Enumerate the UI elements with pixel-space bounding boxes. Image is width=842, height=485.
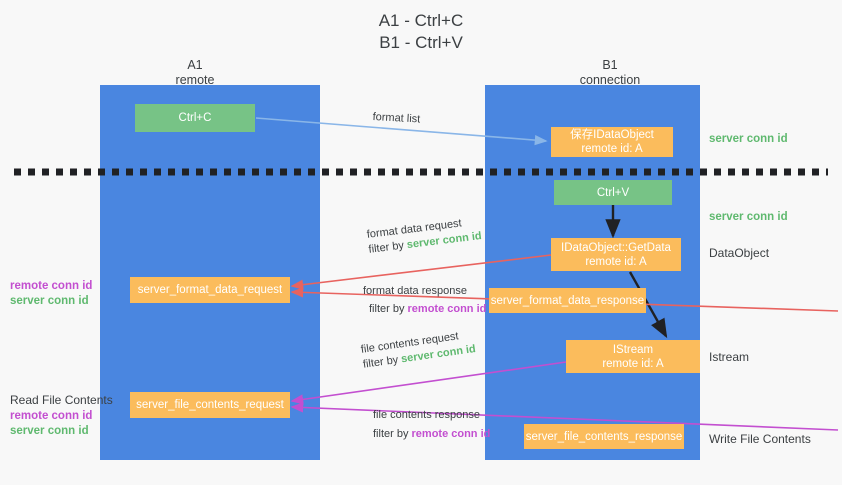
node-istream-line1: IStream [612,343,654,356]
title-line-2: B1 - Ctrl+V [379,33,463,52]
node-idataobject-getdata[interactable]: IDataObject::GetData remote id: A [551,238,681,271]
arrow-file-contents-response [290,402,839,431]
edge-label-format-data-response-text: format data response [363,285,467,297]
side-label-server-conn-id-mid: server conn id [709,211,788,223]
edge-label-format-data-response: format data response filter by remote co… [363,284,486,317]
lane-a1-sub: remote [175,73,215,87]
node-idataobject-getdata-line2: remote id: A [585,255,647,268]
left-label-remote-conn-id-2: remote conn id [10,410,93,422]
node-server-file-contents-response-label: server_file_contents_response [525,430,683,443]
edge-label-file-contents-response: file contents response filter by remote … [373,408,490,442]
lane-header-b1: B1 connection [555,58,665,88]
left-label-server-conn-id-2: server conn id [10,425,89,437]
node-server-file-contents-request[interactable]: server_file_contents_request [130,392,290,418]
edge-label-format-data-response-filter: filter by remote conn id [363,299,486,317]
node-save-idataobject-line1: 保存IDataObject [570,129,654,141]
node-server-file-contents-request-label: server_file_contents_request [136,399,284,411]
node-server-file-contents-response[interactable]: server_file_contents_response [524,424,684,449]
arrow-file-contents-request [290,361,567,405]
node-ctrl-v-label: Ctrl+V [596,186,630,199]
node-save-idataobject-line2: remote id: A [581,143,643,155]
lane-b1-name: B1 [602,58,618,72]
node-server-format-data-request-label: server_format_data_request [137,284,283,296]
node-server-format-data-request[interactable]: server_format_data_request [130,277,290,303]
node-ctrl-v[interactable]: Ctrl+V [554,180,672,205]
left-labels-format: remote conn id server conn id [10,279,92,309]
arrow-format-list [255,117,548,146]
filter-prefix: filter by [367,239,408,256]
lane-a1-name: A1 [187,58,203,72]
node-ctrl-c-label: Ctrl+C [178,112,212,124]
node-ctrl-c[interactable]: Ctrl+C [135,104,255,132]
side-label-istream: Istream [709,350,750,364]
left-label-read-file-contents: Read File Contents [10,393,113,407]
edge-label-format-list: format list [372,110,420,127]
filter-prefix: filter by [369,303,408,315]
edge-label-format-list-text: format list [372,110,421,126]
page-title: A1 - Ctrl+C B1 - Ctrl+V [311,10,531,54]
filter-key-remote-conn-id: remote conn id [411,428,491,440]
arrow-format-data-request [290,254,552,290]
node-server-format-data-response[interactable]: server_format_data_response [489,288,646,313]
lane-b1-sub: connection [579,73,641,87]
node-istream-line2: remote id: A [602,357,664,370]
filter-prefix: filter by [362,353,403,371]
side-label-server-conn-id-top: server conn id [709,133,788,145]
filter-prefix: filter by [373,428,412,440]
edge-label-file-contents-response-filter: filter by remote conn id [373,423,490,442]
side-label-write-file-contents: Write File Contents [709,432,811,446]
node-idataobject-getdata-line1: IDataObject::GetData [561,241,671,254]
lane-header-a1: A1 remote [145,58,245,88]
left-label-server-conn-id-1: server conn id [10,295,89,307]
node-server-format-data-response-label: server_format_data_response [490,294,645,307]
left-label-remote-conn-id-1: remote conn id [10,280,93,292]
edge-label-file-contents-response-text: file contents response [373,409,481,421]
filter-key-remote-conn-id: remote conn id [407,303,487,315]
node-istream[interactable]: IStream remote id: A [566,340,700,373]
side-label-dataobject: DataObject [709,246,770,260]
node-save-idataobject[interactable]: 保存IDataObject remote id: A [551,127,673,157]
left-labels-file-contents: Read File Contents remote conn id server… [10,392,113,439]
title-line-1: A1 - Ctrl+C [378,11,464,30]
